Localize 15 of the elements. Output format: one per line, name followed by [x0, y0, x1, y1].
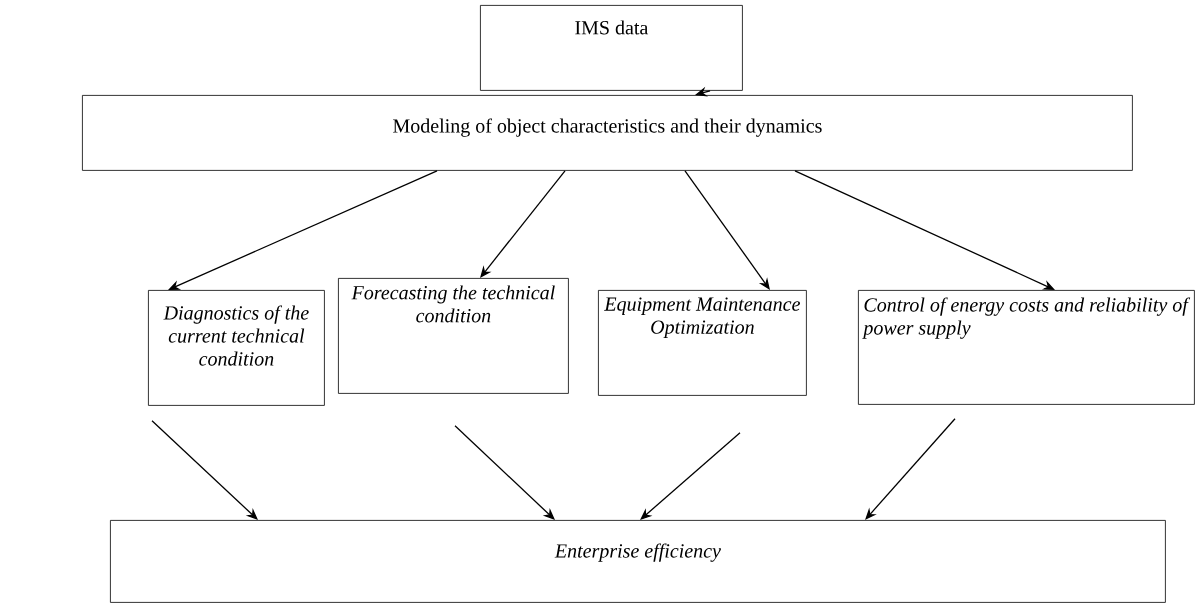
process-box: Forecasting the technical condition: [338, 278, 569, 394]
arrow: [794, 170, 1055, 290]
arrow: [865, 418, 956, 520]
process-box: Control of energy costs and reliability of power supply: [858, 290, 1195, 405]
arrow: [168, 170, 438, 290]
arrow: [684, 170, 770, 290]
process-box: Equipment Maintenance Optimization: [598, 290, 807, 396]
arrow: [454, 425, 555, 520]
process-box: Modeling of object characteristics and their dynamics: [82, 95, 1133, 171]
arrow: [480, 170, 566, 278]
arrow: [151, 420, 258, 520]
arrow: [640, 432, 741, 520]
process-box: IMS data: [480, 5, 743, 91]
process-box: Diagnostics of the current technical condition: [148, 290, 325, 406]
process-box: Enterprise efficiency: [110, 520, 1166, 603]
